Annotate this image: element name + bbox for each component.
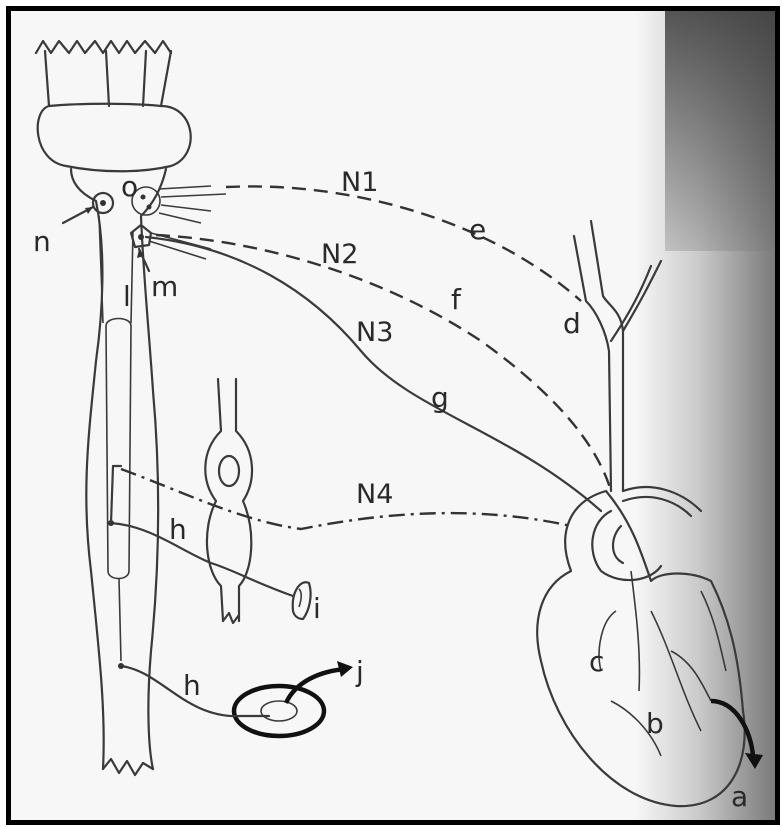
label-n: n bbox=[33, 225, 51, 258]
label-l: l bbox=[123, 280, 131, 313]
autonomic-heart-innervation-diagram: n o m l N1 N2 N3 N4 e f g d h h i j c b … bbox=[11, 11, 775, 820]
nucleus-o bbox=[132, 186, 226, 223]
label-h-lower: h bbox=[183, 669, 201, 702]
fibre-h-upper bbox=[108, 466, 293, 596]
label-N3: N3 bbox=[356, 317, 393, 348]
brain-stem bbox=[36, 41, 191, 775]
label-b: b bbox=[646, 707, 664, 740]
nerve-N4 bbox=[121, 469, 571, 529]
nerve-N1 bbox=[226, 186, 581, 301]
nerve-N2 bbox=[156, 235, 611, 491]
label-o: o bbox=[121, 170, 138, 203]
label-i: i bbox=[313, 592, 321, 625]
label-f: f bbox=[451, 283, 462, 316]
label-h-upper: h bbox=[169, 513, 187, 546]
label-a: a bbox=[731, 780, 748, 813]
label-c: c bbox=[589, 645, 604, 678]
label-N4: N4 bbox=[356, 479, 393, 510]
label-j: j bbox=[355, 655, 364, 688]
diagram-frame: n o m l N1 N2 N3 N4 e f g d h h i j c b … bbox=[6, 6, 780, 825]
sympathetic-ganglion-chain bbox=[205, 379, 252, 623]
label-g: g bbox=[431, 381, 449, 414]
nerve-N3 bbox=[146, 237, 601, 511]
label-N2: N2 bbox=[321, 239, 358, 270]
label-m: m bbox=[151, 270, 178, 303]
label-N1: N1 bbox=[341, 167, 378, 198]
effector-i bbox=[293, 582, 311, 619]
label-e: e bbox=[469, 213, 486, 246]
vessel-d bbox=[574, 221, 701, 516]
heart bbox=[537, 491, 763, 806]
label-d: d bbox=[563, 307, 581, 340]
structure-j bbox=[234, 661, 353, 736]
